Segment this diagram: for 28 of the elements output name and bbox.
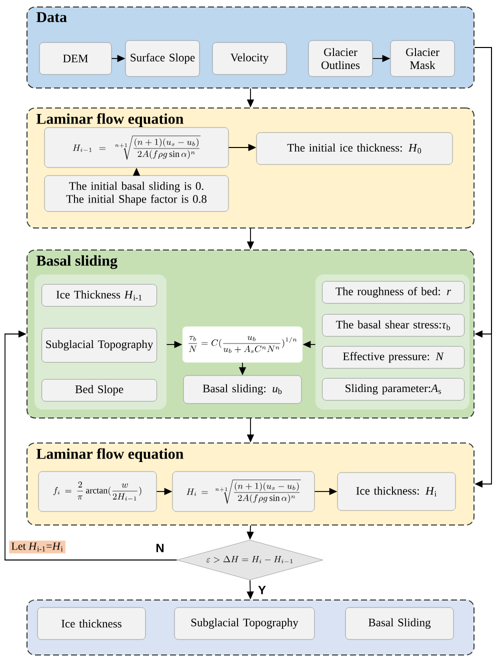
process-box: The initial ice thickness: H$_{0}$ bbox=[256, 132, 453, 165]
process-box: Surface Slope bbox=[125, 40, 200, 77]
edge-label: Y bbox=[258, 586, 266, 594]
process-box: Glacier Outlines bbox=[308, 40, 373, 77]
process-box: Glacier Mask bbox=[390, 40, 455, 77]
edge-label: N bbox=[156, 544, 164, 552]
process-box: The roughness of bed: r bbox=[322, 281, 464, 304]
process-box: The initial basal sliding is 0. The initial Shape factor is 0.8 bbox=[44, 175, 229, 212]
note-box: Let H$_{i-1}$=H$_{i}$ bbox=[9, 540, 66, 554]
process-box: Effective pressure: N bbox=[322, 346, 464, 368]
process-box: Velocity bbox=[212, 42, 287, 75]
process-box: Basal Sliding bbox=[345, 607, 454, 640]
formula-box: $\frac{\tau_b}{N}=C(\frac{u_b}{u_b+A_sC^nN^n})^{1/n}$ bbox=[182, 326, 302, 362]
arrow bbox=[474, 47, 492, 488]
process-box: Basal sliding: u$_{b}$ bbox=[183, 375, 302, 404]
process-box: Subglacial Topography bbox=[42, 328, 157, 362]
process-box: Subglacial Topography bbox=[174, 607, 315, 640]
process-box: Ice thickness bbox=[37, 607, 146, 640]
process-box: Ice thickness: H$_{i}$ bbox=[337, 472, 456, 511]
formula-box: $H_i=\sqrt[n+1]{\frac{(n+1)(u_s-u_b)}{2A(f\rho g\sin\alpha)^n}}$ bbox=[172, 471, 315, 512]
formula-box: $H_{i-1}=\sqrt[n+1]{\frac{(n+1)(u_s-u_b)}{2A(f\rho g\sin\alpha)^n}}$ bbox=[44, 127, 229, 168]
formula-box: $f_i=\frac{2}{\pi}\arctan(\frac{w}{2H_{i-1}})$ bbox=[38, 471, 157, 512]
process-box: Ice Thickness H$_{i-1}$ bbox=[42, 284, 157, 306]
process-box: The basal shear stress:τ$_{b}$ bbox=[322, 314, 464, 336]
process-box: Bed Slope bbox=[42, 379, 157, 402]
process-box: DEM bbox=[39, 42, 112, 75]
arrow bbox=[4, 330, 178, 560]
process-box: Sliding parameter:A$_{s}$ bbox=[322, 378, 464, 400]
